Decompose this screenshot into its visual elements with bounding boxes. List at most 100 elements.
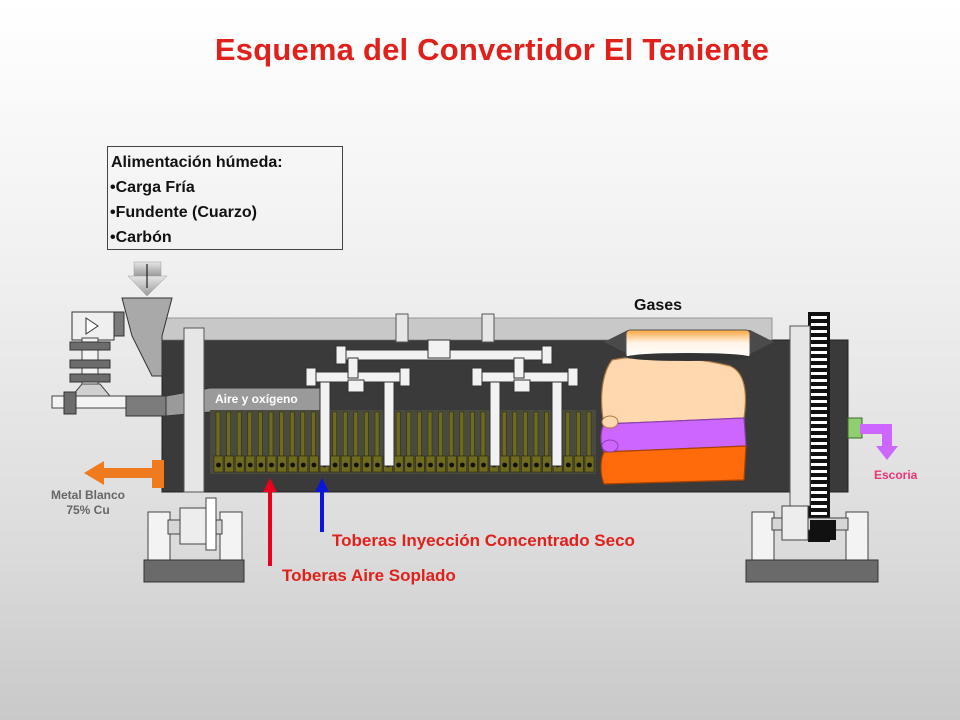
rack-tooth xyxy=(811,470,827,473)
rack-tooth xyxy=(811,330,827,333)
air-tuyeres-label: Toberas Aire Soplado xyxy=(282,566,456,585)
tuyere-hole xyxy=(375,462,380,468)
metal-layer xyxy=(600,445,747,485)
tuyere-hole xyxy=(353,462,359,468)
white-metal-label: Metal Blanco 75% Cu xyxy=(36,488,140,518)
tuyere xyxy=(364,411,369,457)
rack-tooth xyxy=(811,337,827,340)
tuyere xyxy=(353,411,359,457)
tuyere xyxy=(417,411,422,457)
tuyere xyxy=(226,411,231,457)
tuyere-hole xyxy=(417,462,423,468)
tuyere xyxy=(311,411,316,457)
rack-tooth xyxy=(811,505,827,508)
tuyere-hole xyxy=(226,462,232,468)
rack-tooth xyxy=(811,435,827,438)
wet-feed-heading: Alimentación húmeda: xyxy=(111,154,283,171)
tuyere-hole xyxy=(237,462,243,468)
left-support xyxy=(143,497,245,583)
tuyere-hole xyxy=(544,462,550,468)
air-tuyere-arrow xyxy=(263,478,277,566)
rack-tooth xyxy=(811,491,827,494)
rack-tooth xyxy=(811,400,827,403)
charge-layer xyxy=(601,356,747,425)
tuyere xyxy=(438,411,443,457)
rack-tooth xyxy=(811,456,827,459)
tuyere-hole xyxy=(332,462,338,468)
wet-feed-box: Alimentación húmeda: Carga Fría Fundente… xyxy=(107,146,343,250)
gases-label: Gases xyxy=(634,297,683,314)
diagram-title: Esquema del Convertidor El Teniente xyxy=(214,32,770,67)
rack-tooth xyxy=(811,407,827,410)
gas-outlet-hood xyxy=(604,329,774,361)
rack-tooth xyxy=(811,316,827,319)
tuyere xyxy=(215,411,221,457)
tuyere xyxy=(501,411,507,457)
rack-tooth xyxy=(811,351,827,354)
tuyere-hole xyxy=(290,462,296,468)
wet-feed-item: Carga Fría xyxy=(110,175,342,200)
tuyere-hole xyxy=(396,462,402,468)
concentrate-manifold xyxy=(305,339,579,467)
tuyere-hole xyxy=(449,462,455,468)
tuyere-hole xyxy=(470,462,476,468)
tuyere xyxy=(576,411,581,457)
rack-tooth xyxy=(811,379,827,382)
right-gear-rack xyxy=(789,312,830,542)
tuyere xyxy=(406,411,412,457)
rack-tooth xyxy=(811,414,827,417)
rack-tooth xyxy=(811,393,827,396)
concentrate-tuyere-arrow xyxy=(315,478,329,532)
tuyere xyxy=(512,411,518,457)
tuyere xyxy=(565,411,571,457)
rack-tooth xyxy=(811,463,827,466)
tuyere xyxy=(523,411,528,457)
tuyere xyxy=(448,411,454,457)
rack-tooth xyxy=(811,449,827,452)
rack-tooth xyxy=(811,498,827,501)
tuyere xyxy=(332,411,337,457)
tuyere-hole xyxy=(343,462,349,468)
air-oxygen-burner xyxy=(125,387,331,417)
tuyere-hole xyxy=(565,462,571,468)
feed-down-arrow xyxy=(127,261,168,297)
tuyere-hole xyxy=(587,462,592,468)
tuyere-hole xyxy=(364,462,370,468)
white-metal-label-line1: Metal Blanco xyxy=(50,488,125,502)
tuyere-hole xyxy=(406,462,412,468)
rack-tooth xyxy=(811,442,827,445)
rack-tooth xyxy=(811,386,827,389)
tuyere-hole xyxy=(279,462,285,468)
left-drive-machinery xyxy=(51,337,137,415)
rack-tooth xyxy=(811,344,827,347)
tuyere-hole xyxy=(576,462,582,468)
tuyere-hole xyxy=(438,462,444,468)
left-end-plate xyxy=(183,327,205,493)
tuyere xyxy=(300,411,306,457)
wet-feed-item: Fundente (Cuarzo) xyxy=(110,200,342,225)
rack-tooth xyxy=(811,428,827,431)
rack-tooth xyxy=(811,477,827,480)
tuyere xyxy=(459,411,465,457)
tuyere xyxy=(247,411,253,457)
wet-feed-item: Carbón xyxy=(110,225,342,250)
slag-label: Escoria xyxy=(874,468,918,482)
right-support xyxy=(745,505,879,583)
tuyere xyxy=(395,411,401,457)
tuyere xyxy=(586,411,592,457)
white-metal-arrow xyxy=(84,460,164,488)
tuyere xyxy=(374,411,380,457)
white-metal-label-line2: 75% Cu xyxy=(66,503,110,517)
slag-arrow xyxy=(860,424,898,460)
tuyere-hole xyxy=(523,462,529,468)
tuyere-hole xyxy=(269,462,274,468)
tuyere-hole xyxy=(512,462,518,468)
tuyere-hole xyxy=(502,462,508,468)
rack-tooth xyxy=(811,323,827,326)
tuyere-hole xyxy=(481,462,486,468)
air-oxygen-label: Aire y oxígeno xyxy=(215,392,298,406)
tuyere xyxy=(427,411,433,457)
tuyere xyxy=(268,411,274,457)
tuyere-hole xyxy=(258,462,264,468)
